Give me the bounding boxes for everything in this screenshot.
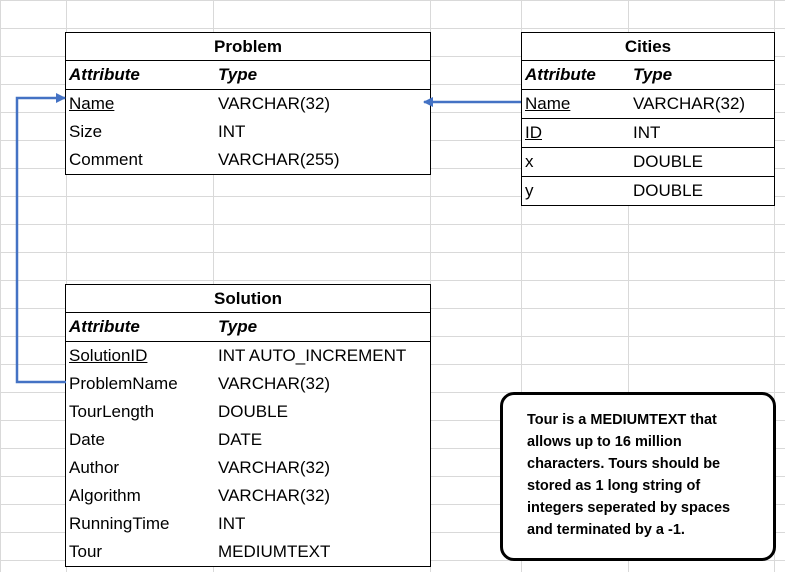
solution-to-problem-arrow (15, 93, 66, 384)
attribute-header: Attribute (69, 65, 140, 84)
type-cell: INT (218, 514, 246, 533)
solution-table-header: Attribute Type (66, 313, 430, 342)
type-cell: INT (633, 123, 661, 142)
attribute-cell: ProblemName (69, 374, 178, 393)
type-cell: VARCHAR(32) (218, 458, 331, 477)
cities-table: Cities Attribute Type Name VARCHAR(32) I… (521, 32, 775, 206)
table-row: x DOUBLE (522, 148, 774, 177)
table-row: ProblemName VARCHAR(32) (66, 370, 430, 398)
attribute-cell: Name (525, 94, 571, 113)
table-row: SolutionID INT AUTO_INCREMENT (66, 342, 430, 370)
table-row: Algorithm VARCHAR(32) (66, 482, 430, 510)
type-cell: DOUBLE (633, 181, 703, 200)
type-cell: VARCHAR(255) (218, 150, 340, 169)
attribute-cell: y (525, 181, 534, 200)
attribute-header: Attribute (69, 317, 140, 336)
cities-table-title: Cities (522, 33, 774, 61)
note-line: Tour is a MEDIUMTEXT that (527, 412, 717, 428)
type-cell: DATE (218, 430, 263, 449)
table-row: Comment VARCHAR(255) (66, 146, 430, 174)
type-cell: INT (218, 122, 246, 141)
attribute-cell: Tour (69, 542, 103, 561)
attribute-cell: Date (69, 430, 105, 449)
table-row: Author VARCHAR(32) (66, 454, 430, 482)
note-line: stored as 1 long string of (527, 478, 701, 494)
type-header: Type (218, 317, 258, 336)
attribute-cell: TourLength (69, 402, 155, 421)
type-cell: VARCHAR(32) (218, 374, 331, 393)
type-cell: INT AUTO_INCREMENT (218, 346, 407, 365)
table-row: Size INT (66, 118, 430, 146)
attribute-cell: SolutionID (69, 346, 148, 365)
type-cell: VARCHAR(32) (218, 94, 331, 113)
table-row: ID INT (522, 119, 774, 148)
table-row: Tour MEDIUMTEXT (66, 538, 430, 566)
attribute-cell: x (525, 152, 534, 171)
solution-table-title: Solution (66, 285, 430, 313)
note-line: allows up to 16 million (527, 434, 682, 450)
attribute-cell: Size (69, 122, 103, 141)
table-row: Date DATE (66, 426, 430, 454)
tour-note-box: Tour is a MEDIUMTEXT that allows up to 1… (500, 392, 776, 561)
attribute-cell: Author (69, 458, 120, 477)
attribute-cell: ID (525, 123, 542, 142)
attribute-cell: RunningTime (69, 514, 170, 533)
type-cell: DOUBLE (218, 402, 288, 421)
type-cell: VARCHAR(32) (633, 94, 746, 113)
grid-column-line (774, 0, 775, 572)
problem-table-header: Attribute Type (66, 61, 430, 90)
attribute-cell: Comment (69, 150, 143, 169)
cities-table-header: Attribute Type (522, 61, 774, 90)
grid-column-line (521, 0, 522, 572)
type-cell: MEDIUMTEXT (218, 542, 331, 561)
table-row: y DOUBLE (522, 177, 774, 205)
type-header: Type (633, 65, 673, 84)
attribute-cell: Algorithm (69, 486, 141, 505)
note-line: characters. Tours should be (527, 456, 721, 472)
solution-table: Solution Attribute Type SolutionID INT A… (65, 284, 431, 567)
problem-table-title: Problem (66, 33, 430, 61)
table-row: TourLength DOUBLE (66, 398, 430, 426)
table-row: Name VARCHAR(32) (522, 90, 774, 119)
table-row: RunningTime INT (66, 510, 430, 538)
attribute-header: Attribute (525, 65, 596, 84)
type-header: Type (218, 65, 258, 84)
note-line: integers seperated by spaces (527, 500, 731, 516)
type-cell: DOUBLE (633, 152, 703, 171)
attribute-cell: Name (69, 94, 115, 113)
grid-column-line (628, 0, 629, 572)
problem-table: Problem Attribute Type Name VARCHAR(32) … (65, 32, 431, 175)
note-line: and terminated by a -1. (527, 522, 685, 538)
type-cell: VARCHAR(32) (218, 486, 331, 505)
table-row: Name VARCHAR(32) (66, 90, 430, 118)
